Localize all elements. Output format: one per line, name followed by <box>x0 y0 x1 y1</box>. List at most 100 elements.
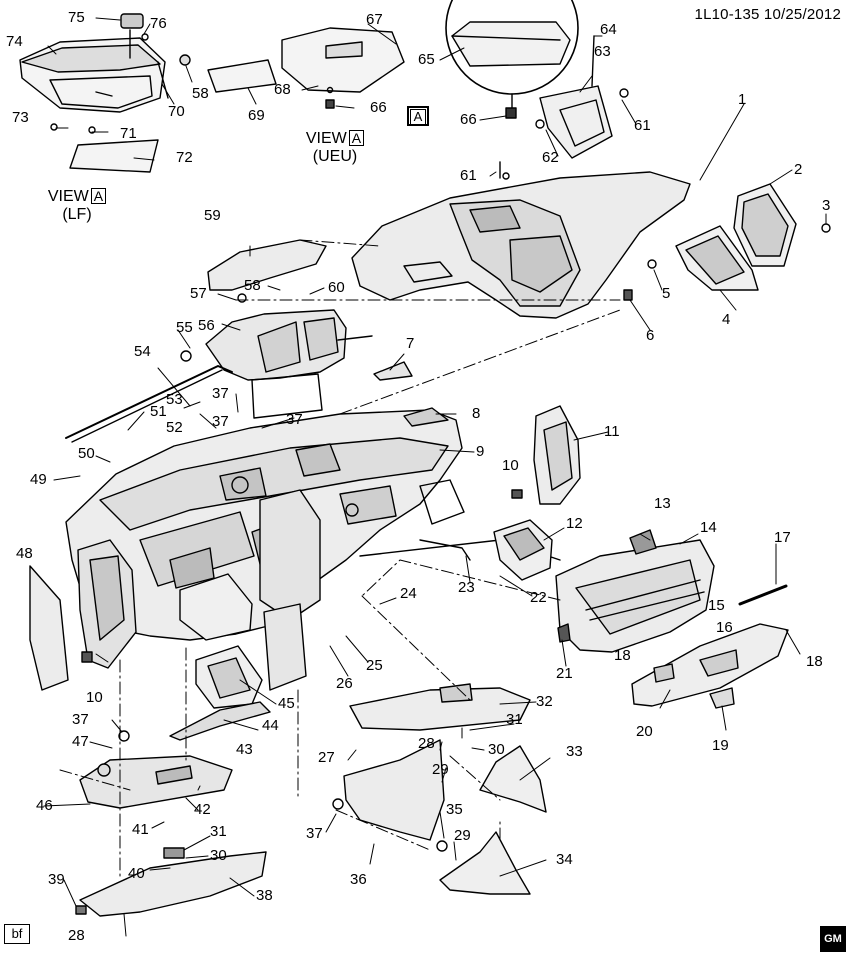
callout-label: 39 <box>48 871 65 888</box>
callout-label: 49 <box>30 471 47 488</box>
callout-label: 71 <box>120 125 137 142</box>
right-vent-end-panel <box>373 361 581 581</box>
callout-label: 6 <box>646 327 655 344</box>
callout-label: 26 <box>336 675 353 692</box>
callout-label: 41 <box>132 821 149 838</box>
callout-label: 66 <box>460 111 477 128</box>
callout-label: 55 <box>176 319 193 336</box>
view-letter: A <box>90 188 107 204</box>
callout-label: 59 <box>204 207 221 224</box>
callout-label: 69 <box>248 107 265 124</box>
callout-label: 37 <box>212 385 229 402</box>
callout-label: 40 <box>128 865 145 882</box>
callout-label: 56 <box>198 317 215 334</box>
callout-label: 10 <box>502 457 519 474</box>
callout-label: 70 <box>168 103 185 120</box>
callout-label: 34 <box>556 851 573 868</box>
callout-label: 33 <box>566 743 583 760</box>
callout-label: 37 <box>306 825 323 842</box>
callout-label: 68 <box>274 81 291 98</box>
callout-label: 31 <box>210 823 227 840</box>
callout-label: 57 <box>190 285 207 302</box>
glove-box <box>555 529 789 709</box>
callout-label: 75 <box>68 9 85 26</box>
callout-label: 65 <box>418 51 435 68</box>
callout-label: 63 <box>594 43 611 60</box>
callout-label: 42 <box>194 801 211 818</box>
callout-label: 36 <box>350 871 367 888</box>
callout-label: 12 <box>566 515 583 532</box>
callout-label: 11 <box>604 423 620 440</box>
callout-label: 67 <box>366 11 383 28</box>
callout-label: 30 <box>210 847 227 864</box>
callout-label: 28 <box>68 927 85 944</box>
view-letter: A <box>348 130 365 146</box>
callout-label: 21 <box>556 665 573 682</box>
diagram-header: 1L10-135 10/25/2012 <box>695 6 841 23</box>
callout-label: 37 <box>286 411 303 428</box>
callout-label: 48 <box>16 545 33 562</box>
view-variant: (UEU) <box>312 148 358 165</box>
callout-label: 22 <box>530 589 547 606</box>
section-code-box: bf <box>4 924 30 944</box>
cluster-hood <box>180 239 347 419</box>
upper-pad <box>351 161 691 319</box>
detail-circle <box>445 0 579 119</box>
callout-label: 38 <box>256 887 273 904</box>
callout-label: 27 <box>318 749 335 766</box>
view-title: VIEW <box>305 130 347 147</box>
right-side-vents <box>623 183 831 301</box>
left-end-panel <box>29 539 137 691</box>
callout-label: 1 <box>738 91 747 108</box>
callout-label: 3 <box>822 197 831 214</box>
callout-label: 31 <box>506 711 523 728</box>
callout-label: 53 <box>166 391 183 408</box>
callout-label: 73 <box>12 109 29 126</box>
illustration-code: 1L10-135 <box>694 6 760 23</box>
callout-label: 58 <box>192 85 209 102</box>
view-variant: (LF) <box>62 206 92 223</box>
callout-label: 24 <box>400 585 417 602</box>
callout-label: 54 <box>134 343 151 360</box>
callout-label: 30 <box>488 741 505 758</box>
callout-label: 29 <box>454 827 471 844</box>
view-callout-letter: A <box>410 109 426 125</box>
callout-label: 14 <box>700 519 717 536</box>
callout-label: 20 <box>636 723 653 740</box>
callout-label: 37 <box>212 413 229 430</box>
callout-label: 51 <box>150 403 167 420</box>
callout-label: 46 <box>36 797 53 814</box>
callout-label: 45 <box>278 695 295 712</box>
callout-label: 23 <box>458 579 475 596</box>
callout-label: 4 <box>722 311 731 328</box>
callout-label: 76 <box>150 15 167 32</box>
callout-label: 72 <box>176 149 193 166</box>
callout-label: 10 <box>86 689 103 706</box>
bracket-assembly <box>535 35 629 159</box>
revision-date: 10/25/2012 <box>763 6 841 23</box>
callout-label: 17 <box>774 529 791 546</box>
callout-label: 28 <box>418 735 435 752</box>
callout-label: 32 <box>536 693 553 710</box>
callout-label: 52 <box>166 419 183 436</box>
callout-label: 18 <box>614 647 631 664</box>
callout-label: 50 <box>78 445 95 462</box>
callout-label: 44 <box>262 717 279 734</box>
callout-label: 9 <box>476 443 485 460</box>
callout-label: 64 <box>600 21 617 38</box>
callout-label: 62 <box>542 149 559 166</box>
callout-label: 13 <box>654 495 671 512</box>
callout-label: 2 <box>794 161 803 178</box>
phantom-leaders <box>59 239 621 881</box>
callout-label: 47 <box>72 733 89 750</box>
callout-label: 66 <box>370 99 387 116</box>
callout-label: 19 <box>712 737 729 754</box>
callout-label: 5 <box>662 285 671 302</box>
callout-label: 18 <box>806 653 823 670</box>
callout-label: 61 <box>460 167 477 184</box>
callout-label: 74 <box>6 33 23 50</box>
callout-label: 16 <box>716 619 733 636</box>
